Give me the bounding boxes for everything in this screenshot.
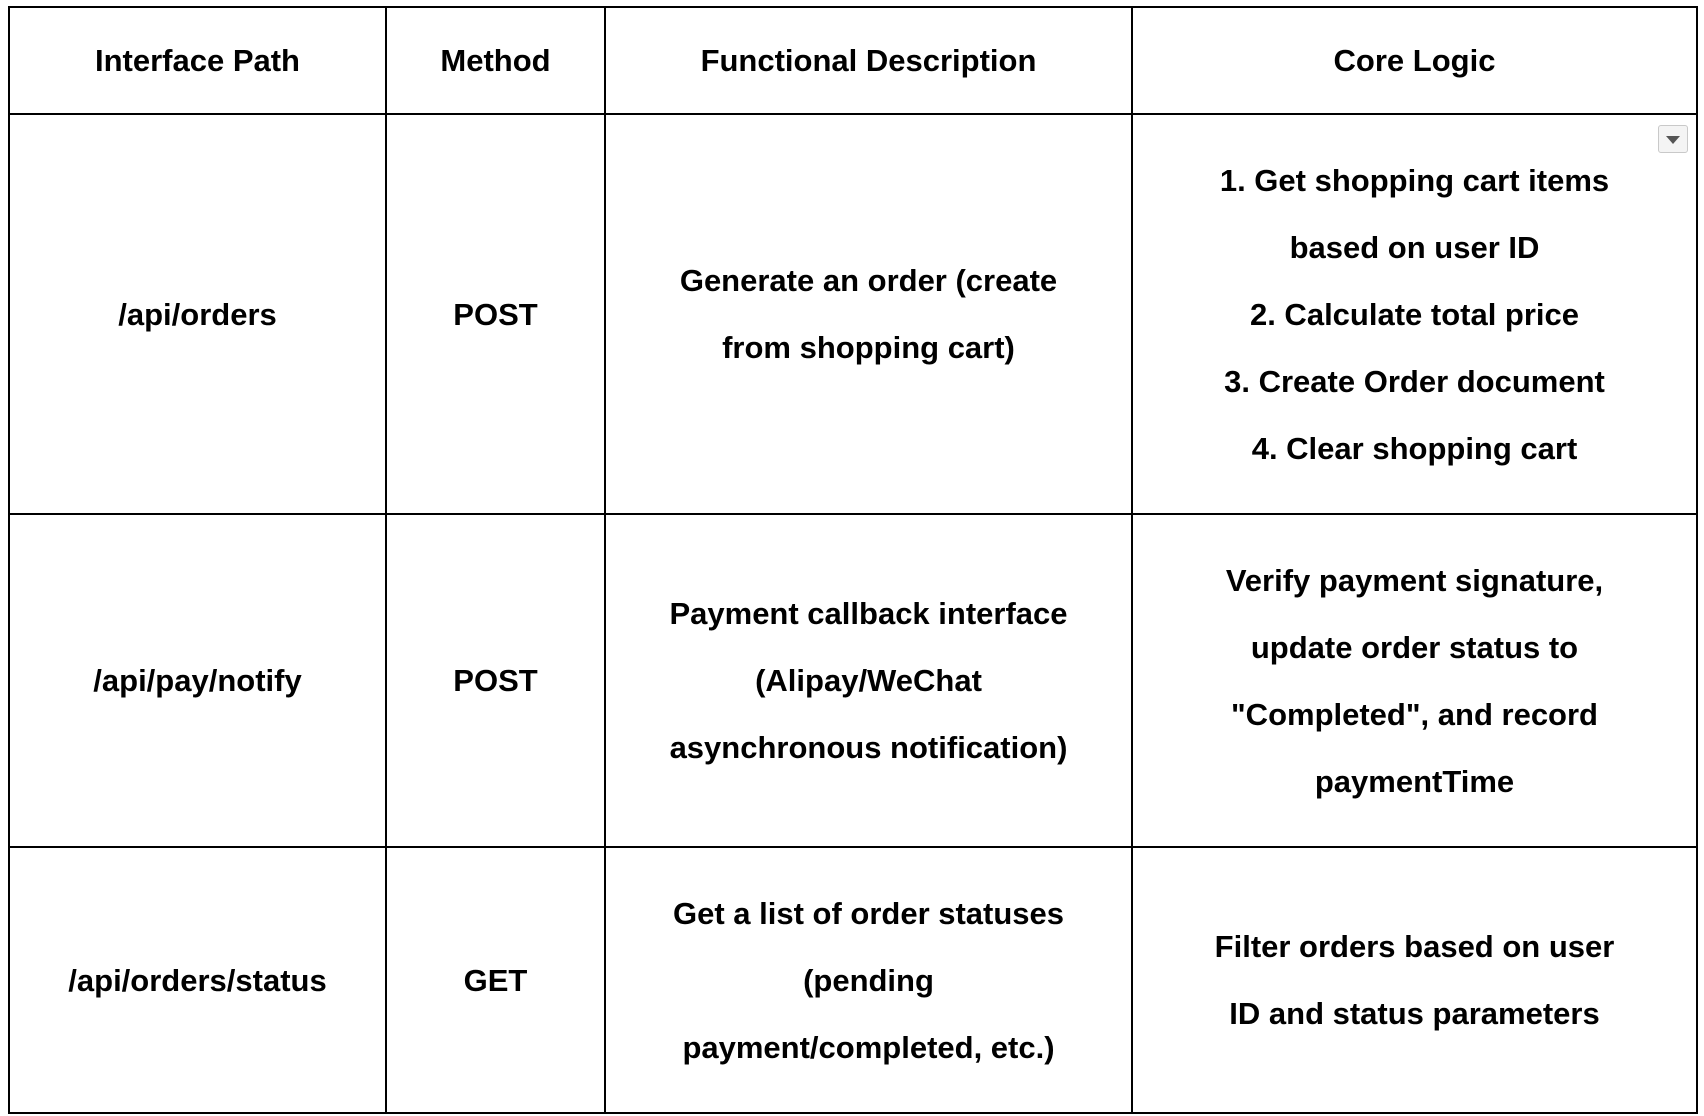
header-method: Method [385,6,606,115]
logic-line: ID and status parameters [1229,996,1600,1031]
logic-line: update order status to [1250,629,1579,665]
logic-line: 1. Get shopping cart items [1219,162,1610,198]
cell-interface-path: /api/pay/notify [8,513,387,848]
cell-interface-path: /api/orders [8,113,387,515]
description-line: (Alipay/WeChat [755,663,982,698]
chevron-down-icon[interactable] [1658,125,1688,153]
description-line: payment/completed, etc.) [682,1029,1055,1065]
cell-core-logic: Filter orders based on user ID and statu… [1131,846,1698,1114]
cell-method: POST [385,113,606,515]
logic-line: 3. Create Order document [1224,363,1605,399]
header-core-logic: Core Logic [1131,6,1698,115]
logic-line: based on user ID [1289,229,1540,265]
description-line: asynchronous notification) [669,730,1068,765]
cell-method: GET [385,846,606,1114]
logic-line: 4. Clear shopping cart [1251,430,1578,466]
logic-line: "Completed", and record [1230,696,1598,732]
logic-line: Filter orders based on user [1214,929,1615,964]
table-row: /api/orders POST Generate an order (crea… [8,113,1698,515]
cell-functional-description: Payment callback interface (Alipay/WeCha… [604,513,1133,848]
cell-method: POST [385,513,606,848]
logic-line: 2. Calculate total price [1249,296,1580,332]
cell-interface-path: /api/orders/status [8,846,387,1114]
cell-core-logic: 1. Get shopping cart items based on user… [1131,113,1698,515]
header-functional-description: Functional Description [604,6,1133,115]
api-interface-table: Interface Path Method Functional Descrip… [8,6,1698,1114]
logic-line: paymentTime [1314,763,1515,799]
description-line: from shopping cart) [722,330,1015,365]
description-line: (pending [803,962,934,998]
header-interface-path: Interface Path [8,6,387,115]
cell-functional-description: Get a list of order statuses (pending pa… [604,846,1133,1114]
description-line: Payment callback interface [669,596,1068,631]
cell-functional-description: Generate an order (create from shopping … [604,113,1133,515]
description-line: Get a list of order statuses [672,895,1065,931]
table-row: /api/pay/notify POST Payment callback in… [8,513,1698,848]
cell-core-logic: Verify payment signature, update order s… [1131,513,1698,848]
logic-line: Verify payment signature, [1225,562,1604,598]
table-header-row: Interface Path Method Functional Descrip… [8,6,1698,115]
description-line: Generate an order (create [679,263,1058,298]
table-row: /api/orders/status GET Get a list of ord… [8,846,1698,1114]
